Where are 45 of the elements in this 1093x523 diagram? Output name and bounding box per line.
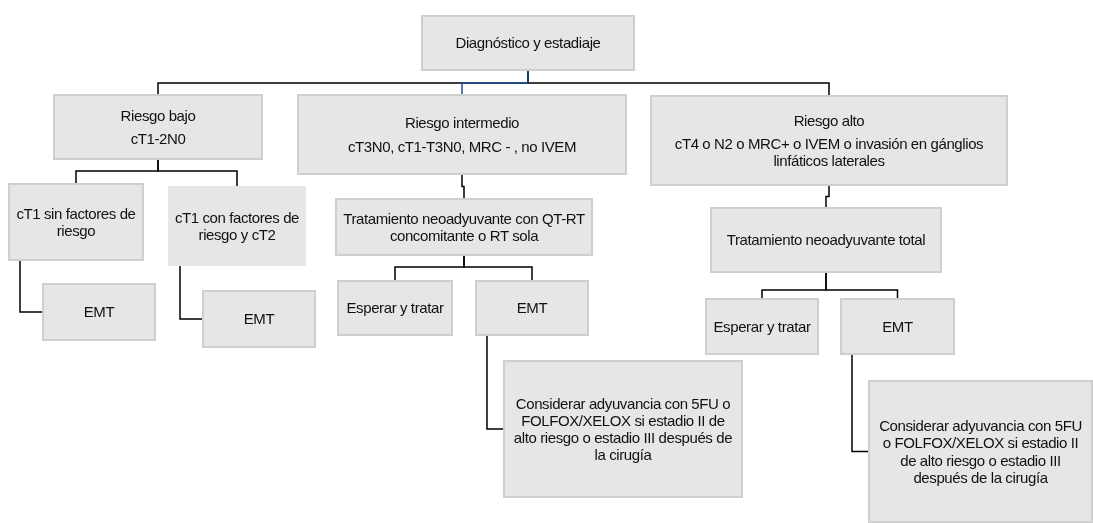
process-box	[168, 186, 306, 266]
connector-line	[825, 272, 899, 299]
box-text: EMT	[243, 310, 275, 328]
box-text: cT1 con factores de riesgo y cT2	[174, 208, 300, 244]
process-box	[335, 198, 593, 256]
process-box	[650, 95, 1008, 186]
connector-line	[461, 70, 529, 95]
process-box	[42, 283, 156, 341]
connector-line	[179, 265, 203, 320]
process-box	[475, 280, 589, 336]
connector-line	[157, 159, 238, 187]
connector-line	[19, 260, 43, 313]
box-text: Considerar adyuvancia con 5FU o FOLFOX/XELOX si estadio II de alto riesgo o estadio III después de la cirugía	[512, 394, 734, 464]
process-box	[202, 290, 316, 348]
process-box	[8, 183, 144, 261]
process-box	[297, 94, 627, 175]
connector-line	[486, 335, 504, 430]
box-text: cT3N0, cT1-T3N0, MRC - , no IVEM	[347, 137, 577, 155]
box-text: cT4 o N2 o MRC+ o IVEM o invasión en gánglios linfáticos laterales	[673, 134, 985, 170]
box-text: EMT	[83, 303, 115, 321]
box-heading: Riesgo alto	[793, 111, 865, 129]
process-box	[337, 280, 453, 336]
process-box	[53, 94, 263, 160]
box-text: Tratamiento neoadyuvante con QT-RT concomitante o RT sola	[342, 209, 586, 245]
connector-line	[463, 255, 533, 281]
process-box	[868, 380, 1093, 523]
process-box	[840, 298, 955, 355]
connector-line	[851, 354, 869, 453]
process-box	[503, 360, 743, 498]
process-box	[421, 15, 635, 71]
box-text: EMT	[882, 317, 913, 336]
box-text: Diagnóstico y estadiaje	[455, 34, 601, 52]
box-text: cT1-2N0	[130, 130, 186, 148]
box-text: Considerar adyuvancia con 5FU o FOLFOX/XELOX si estadio II de alto riesgo o estadio III después de la cirugía	[878, 417, 1083, 486]
box-text: Esperar y tratar	[713, 317, 811, 336]
box-heading: Riesgo intermedio	[404, 114, 520, 132]
process-box	[705, 298, 819, 355]
connector-line	[461, 174, 465, 199]
process-box	[710, 207, 942, 273]
box-text: Esperar y tratar	[346, 299, 444, 317]
box-text: cT1 sin factores de riesgo	[15, 204, 137, 240]
box-text: Tratamiento neoadyuvante total	[726, 231, 926, 249]
box-heading: Riesgo bajo	[120, 106, 196, 124]
box-text: EMT	[516, 299, 548, 317]
connector-line	[825, 185, 830, 208]
